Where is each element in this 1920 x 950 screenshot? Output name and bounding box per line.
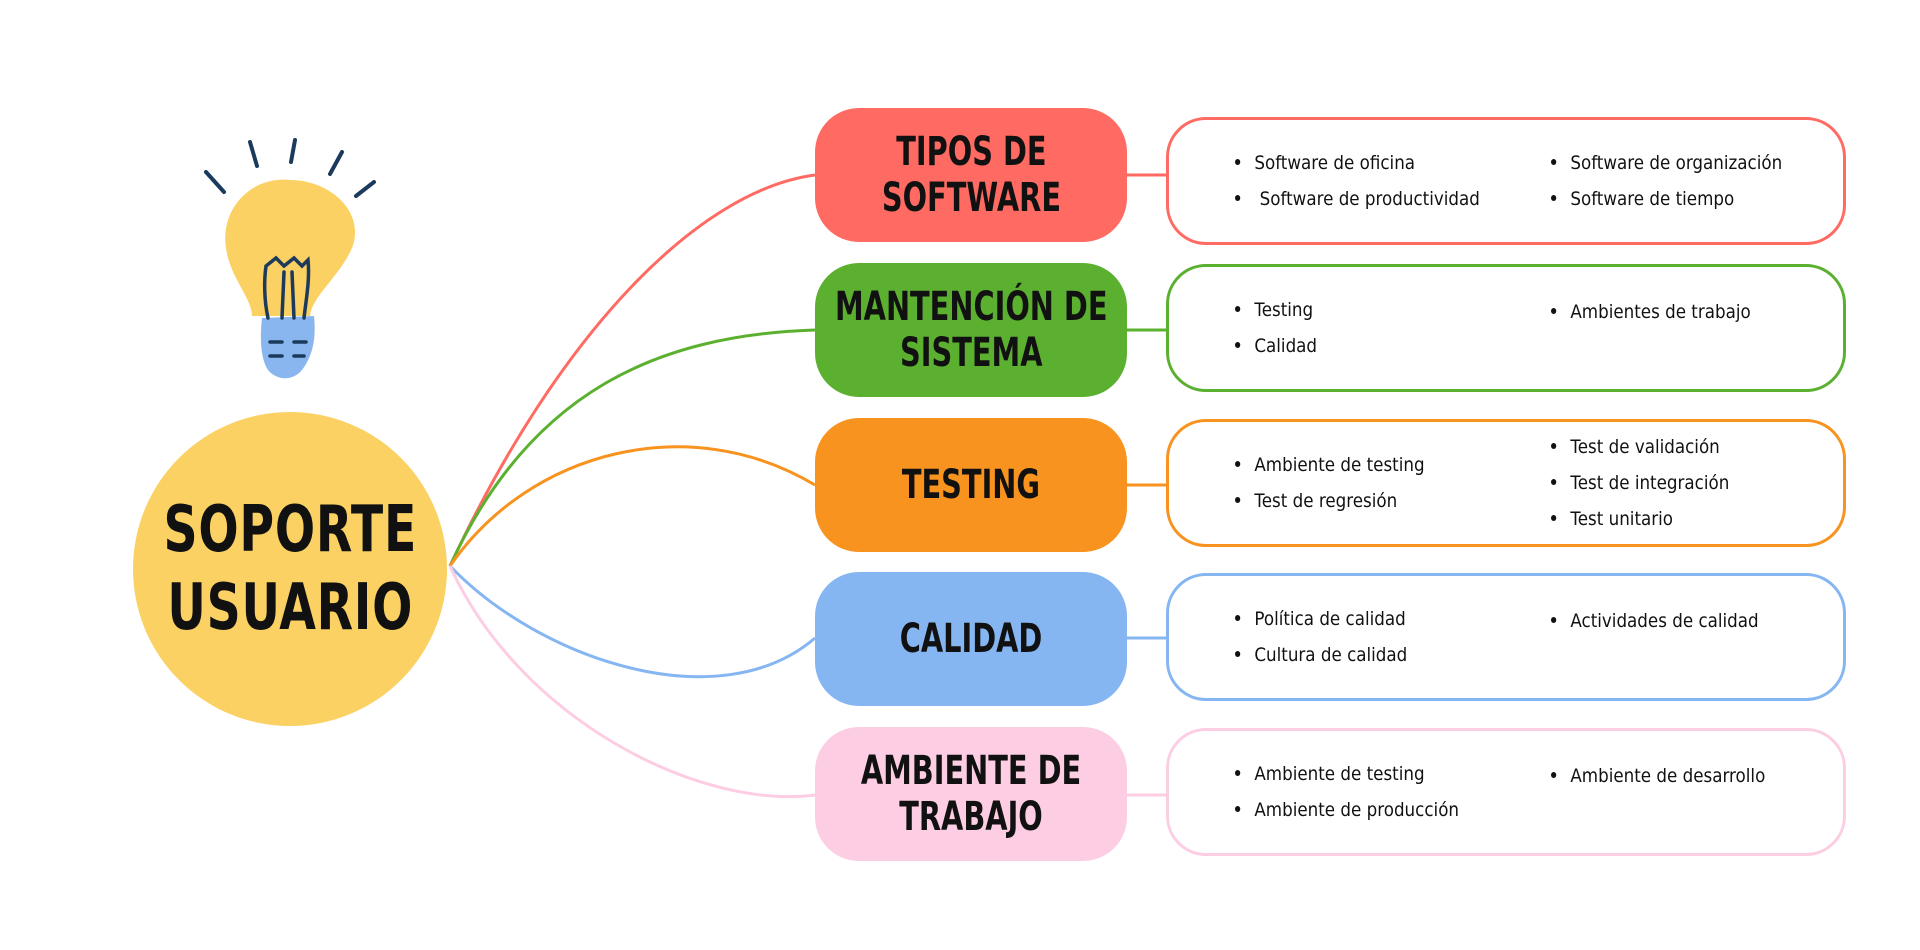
detail-list-right: Ambiente de desarrollo [1551, 731, 1795, 853]
detail-list-right: Actividades de calidad [1551, 576, 1787, 698]
branch-label: CALIDAD [900, 616, 1043, 662]
branch-label-line-2: SOFTWARE [881, 175, 1061, 221]
detail-box-mantencion-de-sistema: Testing Calidad Ambientes de trabajo [1166, 264, 1846, 392]
list-item: Testing [1235, 292, 1317, 328]
branch-label-line-1: MANTENCIÓN DE [834, 284, 1108, 330]
branch-label-line-2: TRABAJO [899, 794, 1043, 840]
list-item: Software de organización [1551, 145, 1782, 181]
central-node-line-2: USUARIO [167, 571, 413, 645]
central-node-line-1: SOPORTE [163, 493, 417, 567]
connector-testing [448, 445, 816, 567]
list-item: Ambiente de desarrollo [1551, 758, 1765, 794]
list-item: Test unitario [1551, 501, 1729, 537]
branch-calidad: CALIDAD [815, 572, 1127, 706]
list-item: Ambiente de testing [1235, 756, 1459, 792]
list-item: Actividades de calidad [1551, 603, 1759, 639]
branch-label: AMBIENTE DE TRABAJO [861, 748, 1081, 840]
list-item: Software de productividad [1235, 181, 1480, 217]
connector-calidad [448, 564, 816, 679]
list-item: Test de integración [1551, 465, 1729, 501]
list-item: Test de regresión [1235, 483, 1425, 519]
list-item: Ambiente de producción [1235, 792, 1459, 828]
detail-list-left: Ambiente de testing Test de regresión [1235, 422, 1450, 544]
detail-list-right: Test de validación Test de integración T… [1551, 422, 1754, 544]
central-node-label: SOPORTE USUARIO [163, 491, 417, 647]
detail-list-left: Política de calidad Cultura de calidad [1235, 576, 1431, 698]
detail-box-testing: Ambiente de testing Test de regresión Te… [1166, 419, 1846, 547]
detail-box-calidad: Política de calidad Cultura de calidad A… [1166, 573, 1846, 701]
branch-tipos-de-software: TIPOS DE SOFTWARE [815, 108, 1127, 242]
branch-label: TESTING [902, 462, 1040, 508]
branch-label-line-2: SISTEMA [899, 330, 1043, 376]
branch-label: TIPOS DE SOFTWARE [881, 129, 1060, 221]
detail-list-left: Testing Calidad [1235, 267, 1328, 389]
lightbulb-icon [204, 138, 376, 379]
connector-ambiente-de-trabajo [448, 565, 816, 799]
branch-label-line-1: CALIDAD [899, 616, 1043, 662]
detail-list-left: Ambiente de testing Ambiente de producci… [1235, 731, 1490, 853]
list-item: Cultura de calidad [1235, 637, 1407, 673]
detail-list-right: Ambientes de trabajo [1551, 267, 1778, 389]
detail-list-right: Software de organización Software de tie… [1551, 120, 1814, 242]
central-node: SOPORTE USUARIO [133, 412, 447, 726]
detail-box-ambiente-de-trabajo: Ambiente de testing Ambiente de producci… [1166, 728, 1846, 856]
branch-label-line-1: AMBIENTE DE [860, 748, 1082, 794]
branch-label: MANTENCIÓN DE SISTEMA [835, 284, 1108, 376]
list-item: Calidad [1235, 328, 1317, 364]
detail-list-left: Software de oficina Software de producti… [1235, 120, 1513, 242]
list-item: Política de calidad [1235, 601, 1407, 637]
branch-testing: TESTING [815, 418, 1127, 552]
list-item: Software de tiempo [1551, 181, 1782, 217]
branch-label-line-1: TESTING [901, 462, 1041, 508]
connector-tipos-de-software [448, 173, 816, 567]
list-item: Ambiente de testing [1235, 447, 1425, 483]
list-item: Ambientes de trabajo [1551, 294, 1751, 330]
branch-label-line-1: TIPOS DE [895, 129, 1047, 175]
connector-mantencion-de-sistema [448, 328, 816, 567]
list-item: Software de oficina [1235, 145, 1480, 181]
list-item: Test de validación [1551, 429, 1729, 465]
detail-box-tipos-de-software: Software de oficina Software de producti… [1166, 117, 1846, 245]
branch-mantencion-de-sistema: MANTENCIÓN DE SISTEMA [815, 263, 1127, 397]
branch-ambiente-de-trabajo: AMBIENTE DE TRABAJO [815, 727, 1127, 861]
